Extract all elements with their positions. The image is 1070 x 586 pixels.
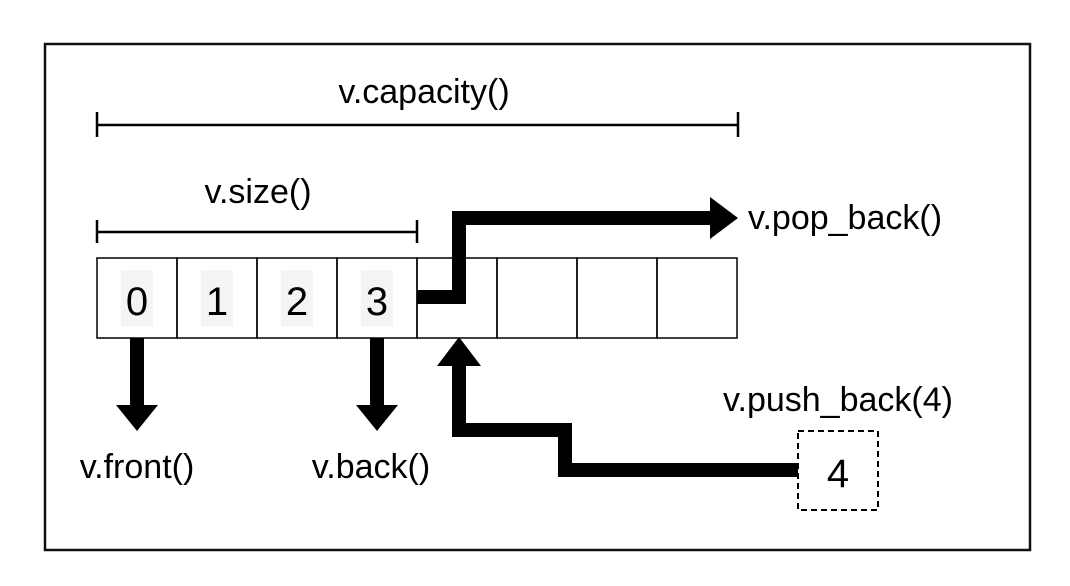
diagram-frame bbox=[43, 42, 1032, 552]
back-arrow bbox=[356, 338, 398, 431]
cell-value: 0 bbox=[126, 280, 148, 324]
vector-cell bbox=[496, 257, 578, 339]
cell-highlight bbox=[121, 270, 153, 326]
front-label: v.front() bbox=[80, 448, 195, 486]
cell-value: 1 bbox=[206, 280, 228, 324]
push-back-label: v.push_back(4) bbox=[723, 381, 953, 419]
pushed-value-box bbox=[797, 430, 879, 511]
pop-back-arrow bbox=[417, 197, 738, 304]
pop-back-label: v.pop_back() bbox=[748, 199, 942, 237]
cell-highlight bbox=[201, 270, 233, 326]
vector-cell bbox=[656, 257, 738, 339]
vector-cells: 0 1 2 3 bbox=[96, 257, 738, 339]
cell-value: 2 bbox=[286, 280, 308, 324]
capacity-label: v.capacity() bbox=[338, 73, 509, 111]
cell-highlight bbox=[281, 270, 313, 326]
capacity-bracket bbox=[95, 112, 740, 137]
back-label: v.back() bbox=[312, 448, 430, 486]
size-bracket bbox=[95, 220, 419, 243]
cell-value: 3 bbox=[366, 280, 388, 324]
push-back-arrow bbox=[437, 337, 798, 477]
pushed-value: 4 bbox=[827, 452, 849, 496]
cell-highlight bbox=[361, 270, 393, 326]
front-arrow bbox=[116, 338, 158, 431]
vector-cell bbox=[576, 257, 658, 339]
size-label: v.size() bbox=[204, 173, 311, 211]
